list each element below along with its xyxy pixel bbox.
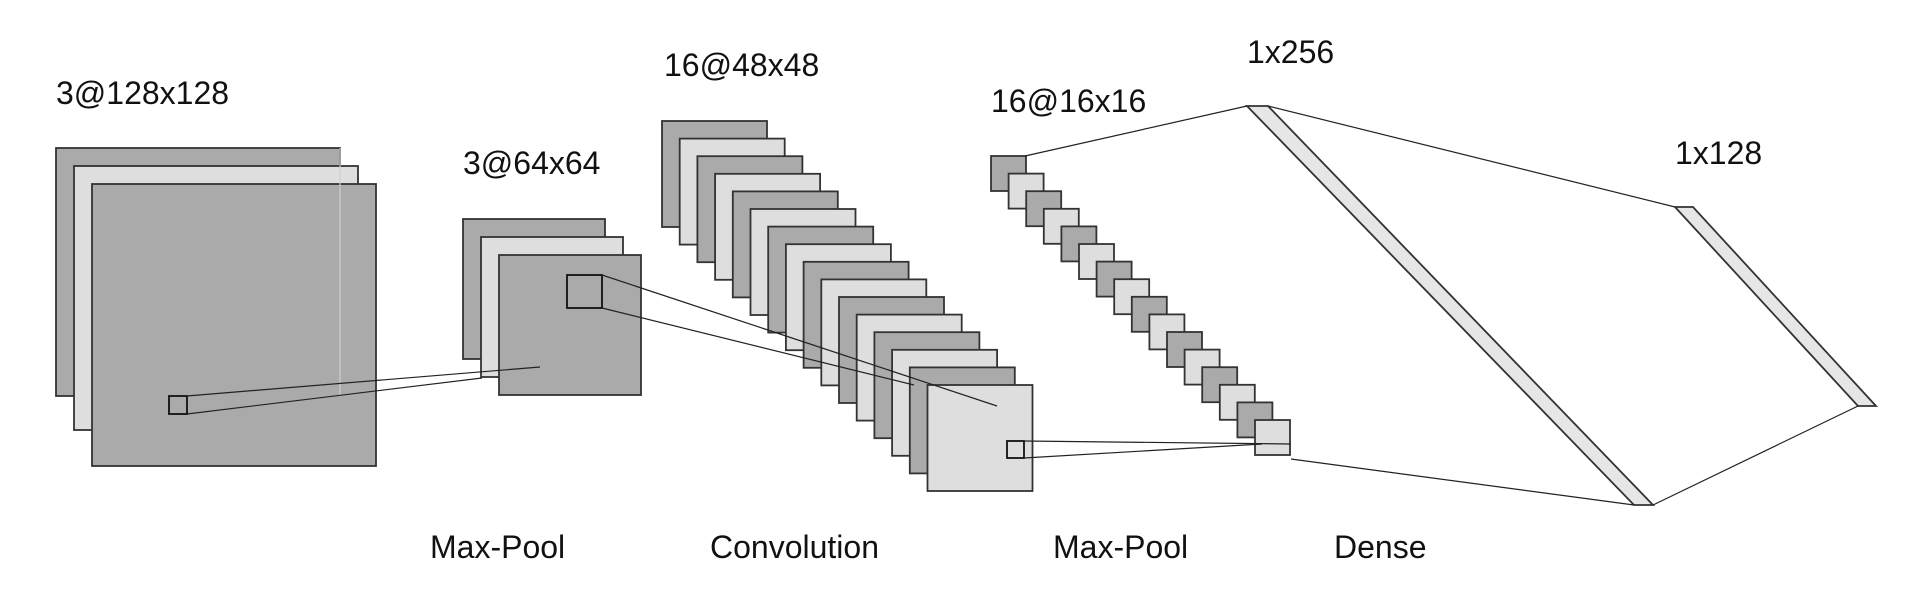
op-convolution-label: Convolution [710,529,879,565]
conn-dense-dense-top [1267,105,1676,208]
connection-lines [186,105,1859,506]
conv-map-16 [926,384,1034,492]
dense-128-layer [1672,206,1879,407]
conn-pool2-dense-bottom [1290,458,1635,506]
pool2-map-16 [1254,419,1291,456]
conn-conv-pool2-bottom [1023,443,1263,459]
pool1-dims-label: 3@64x64 [463,145,600,181]
conv-receptive-field [1006,440,1025,459]
input-receptive-field [168,395,188,415]
conn-input-pool1-bottom [186,377,483,415]
pool1-map-3 [498,254,642,396]
conv-dims-label: 16@48x48 [664,47,819,83]
dense-256-dims-label: 1x256 [1247,34,1334,70]
conn-input-pool1-top [186,366,541,397]
conn-pool1-conv-bottom [601,307,915,386]
op-maxpool-2-label: Max-Pool [1053,529,1188,565]
pool2-layer [990,155,1291,456]
op-dense-label: Dense [1334,529,1427,565]
pool2-dims-label: 16@16x16 [991,83,1146,119]
dense-256-layer [1244,105,1656,506]
op-maxpool-1-label: Max-Pool [430,529,565,565]
input-map-3 [91,183,377,467]
input-layer [55,147,377,467]
conv-layer [661,120,1034,492]
pool1-receptive-field [566,274,603,309]
dense-128-dims-label: 1x128 [1675,135,1762,171]
conn-pool2-dense-top [1024,105,1248,157]
conn-conv-pool2-top [1023,440,1292,445]
conn-dense-dense-bottom [1652,405,1859,506]
conn-pool1-conv-top [601,274,998,407]
pool1-layer [462,218,642,396]
input-dims-label: 3@128x128 [56,75,229,111]
